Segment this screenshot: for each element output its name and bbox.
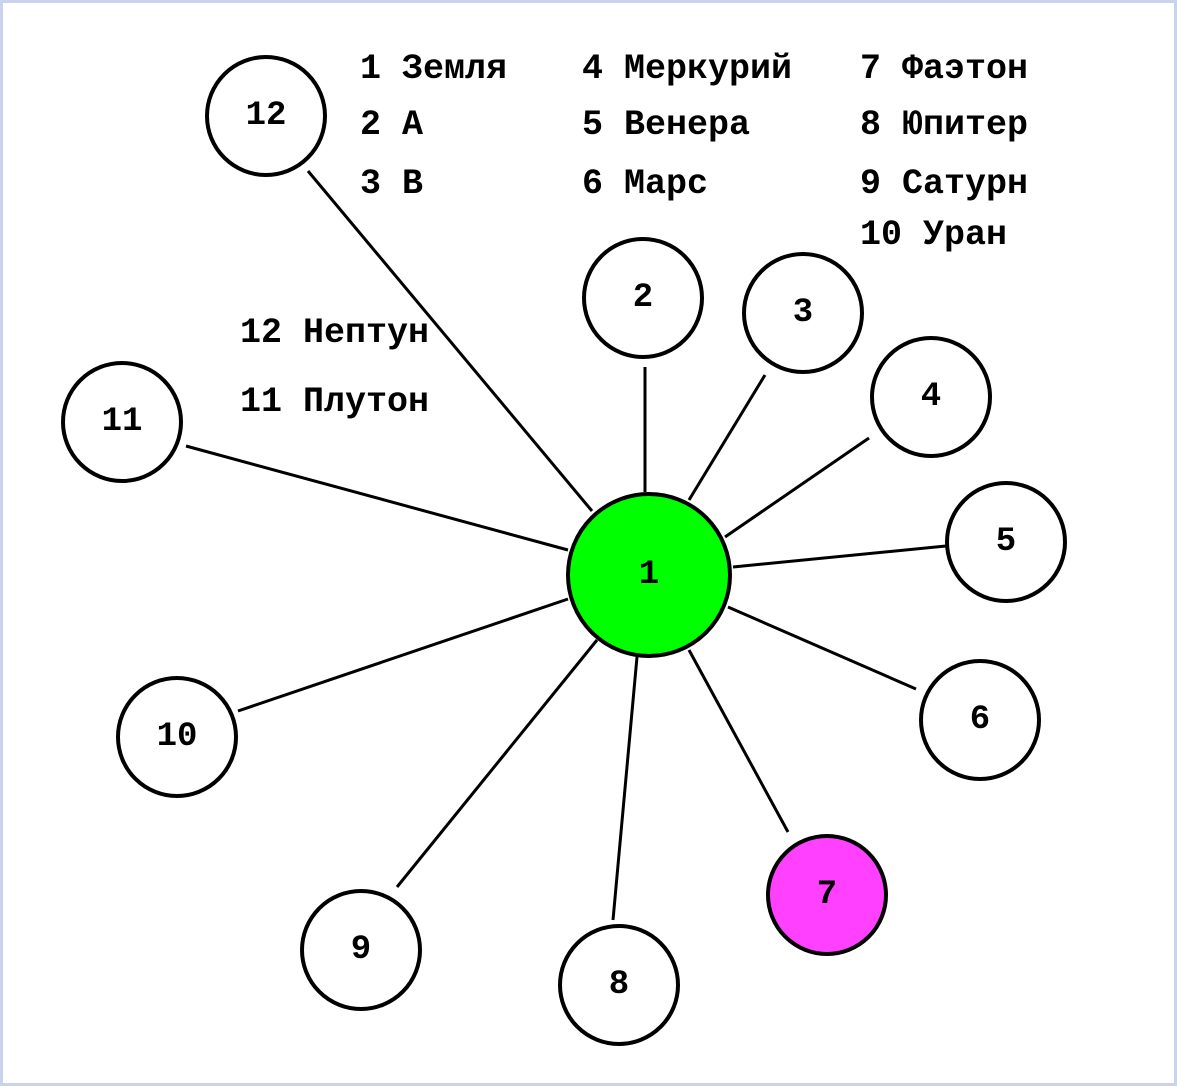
node-circle-8 [558, 924, 680, 1046]
legend-item-11: 11 Плутон [240, 382, 430, 422]
legend-item-3: 3 В [360, 164, 424, 204]
edge-1-9 [395, 639, 599, 888]
node-10: 10 [116, 676, 238, 798]
edge-1-6 [727, 605, 917, 691]
node-11: 11 [61, 361, 183, 483]
edge-1-12 [306, 170, 594, 512]
edge-1-5 [732, 544, 947, 569]
node-label-7: 7 [817, 876, 837, 914]
legend-item-1: 1 Земля [360, 49, 508, 89]
legend-item-9: 9 Сатурн [860, 164, 1029, 204]
node-label-2: 2 [633, 279, 653, 317]
legend-item-4: 4 Меркурий [582, 49, 793, 89]
node-circle-7 [766, 834, 888, 956]
edge-1-10 [237, 597, 569, 713]
node-circle-11 [61, 361, 183, 483]
node-2: 2 [582, 237, 704, 359]
node-circle-1 [566, 492, 732, 658]
node-circle-3 [742, 252, 864, 374]
legend-item-2: 2 А [360, 105, 424, 145]
edge-1-3 [687, 374, 767, 501]
node-12: 12 [205, 55, 327, 177]
node-circle-12 [205, 55, 327, 177]
node-label-10: 10 [157, 718, 198, 756]
node-label-6: 6 [970, 701, 990, 739]
edge-1-11 [185, 444, 569, 552]
node-circle-9 [300, 889, 422, 1011]
node-label-11: 11 [102, 403, 143, 441]
node-label-4: 4 [921, 378, 941, 416]
node-label-9: 9 [351, 931, 371, 969]
node-3: 3 [742, 252, 864, 374]
legend-item-7: 7 Фаэтон [860, 49, 1029, 89]
node-label-8: 8 [609, 966, 629, 1004]
node-label-12: 12 [246, 97, 287, 135]
node-5: 5 [945, 481, 1067, 603]
node-circle-5 [945, 481, 1067, 603]
node-label-5: 5 [996, 523, 1016, 561]
node-circle-2 [582, 237, 704, 359]
legend-item-8: 8 Юпитер [860, 105, 1029, 145]
node-6: 6 [919, 659, 1041, 781]
edge-1-8 [611, 656, 639, 921]
node-label-3: 3 [793, 294, 813, 332]
legend-item-12: 12 Нептун [240, 313, 430, 353]
node-circle-10 [116, 676, 238, 798]
node-9: 9 [300, 889, 422, 1011]
node-7: 7 [766, 834, 888, 956]
node-label-1: 1 [639, 556, 659, 594]
node-circle-6 [919, 659, 1041, 781]
node-4: 4 [870, 336, 992, 458]
legend-item-5: 5 Венера [582, 105, 751, 145]
node-1: 1 [566, 492, 732, 658]
legend-item-10: 10 Уран [860, 215, 1008, 255]
node-8: 8 [558, 924, 680, 1046]
node-circle-4 [870, 336, 992, 458]
edge-1-4 [724, 436, 870, 539]
edges-group [185, 170, 947, 921]
edge-1-7 [687, 649, 790, 833]
legend-item-6: 6 Марс [582, 164, 709, 204]
